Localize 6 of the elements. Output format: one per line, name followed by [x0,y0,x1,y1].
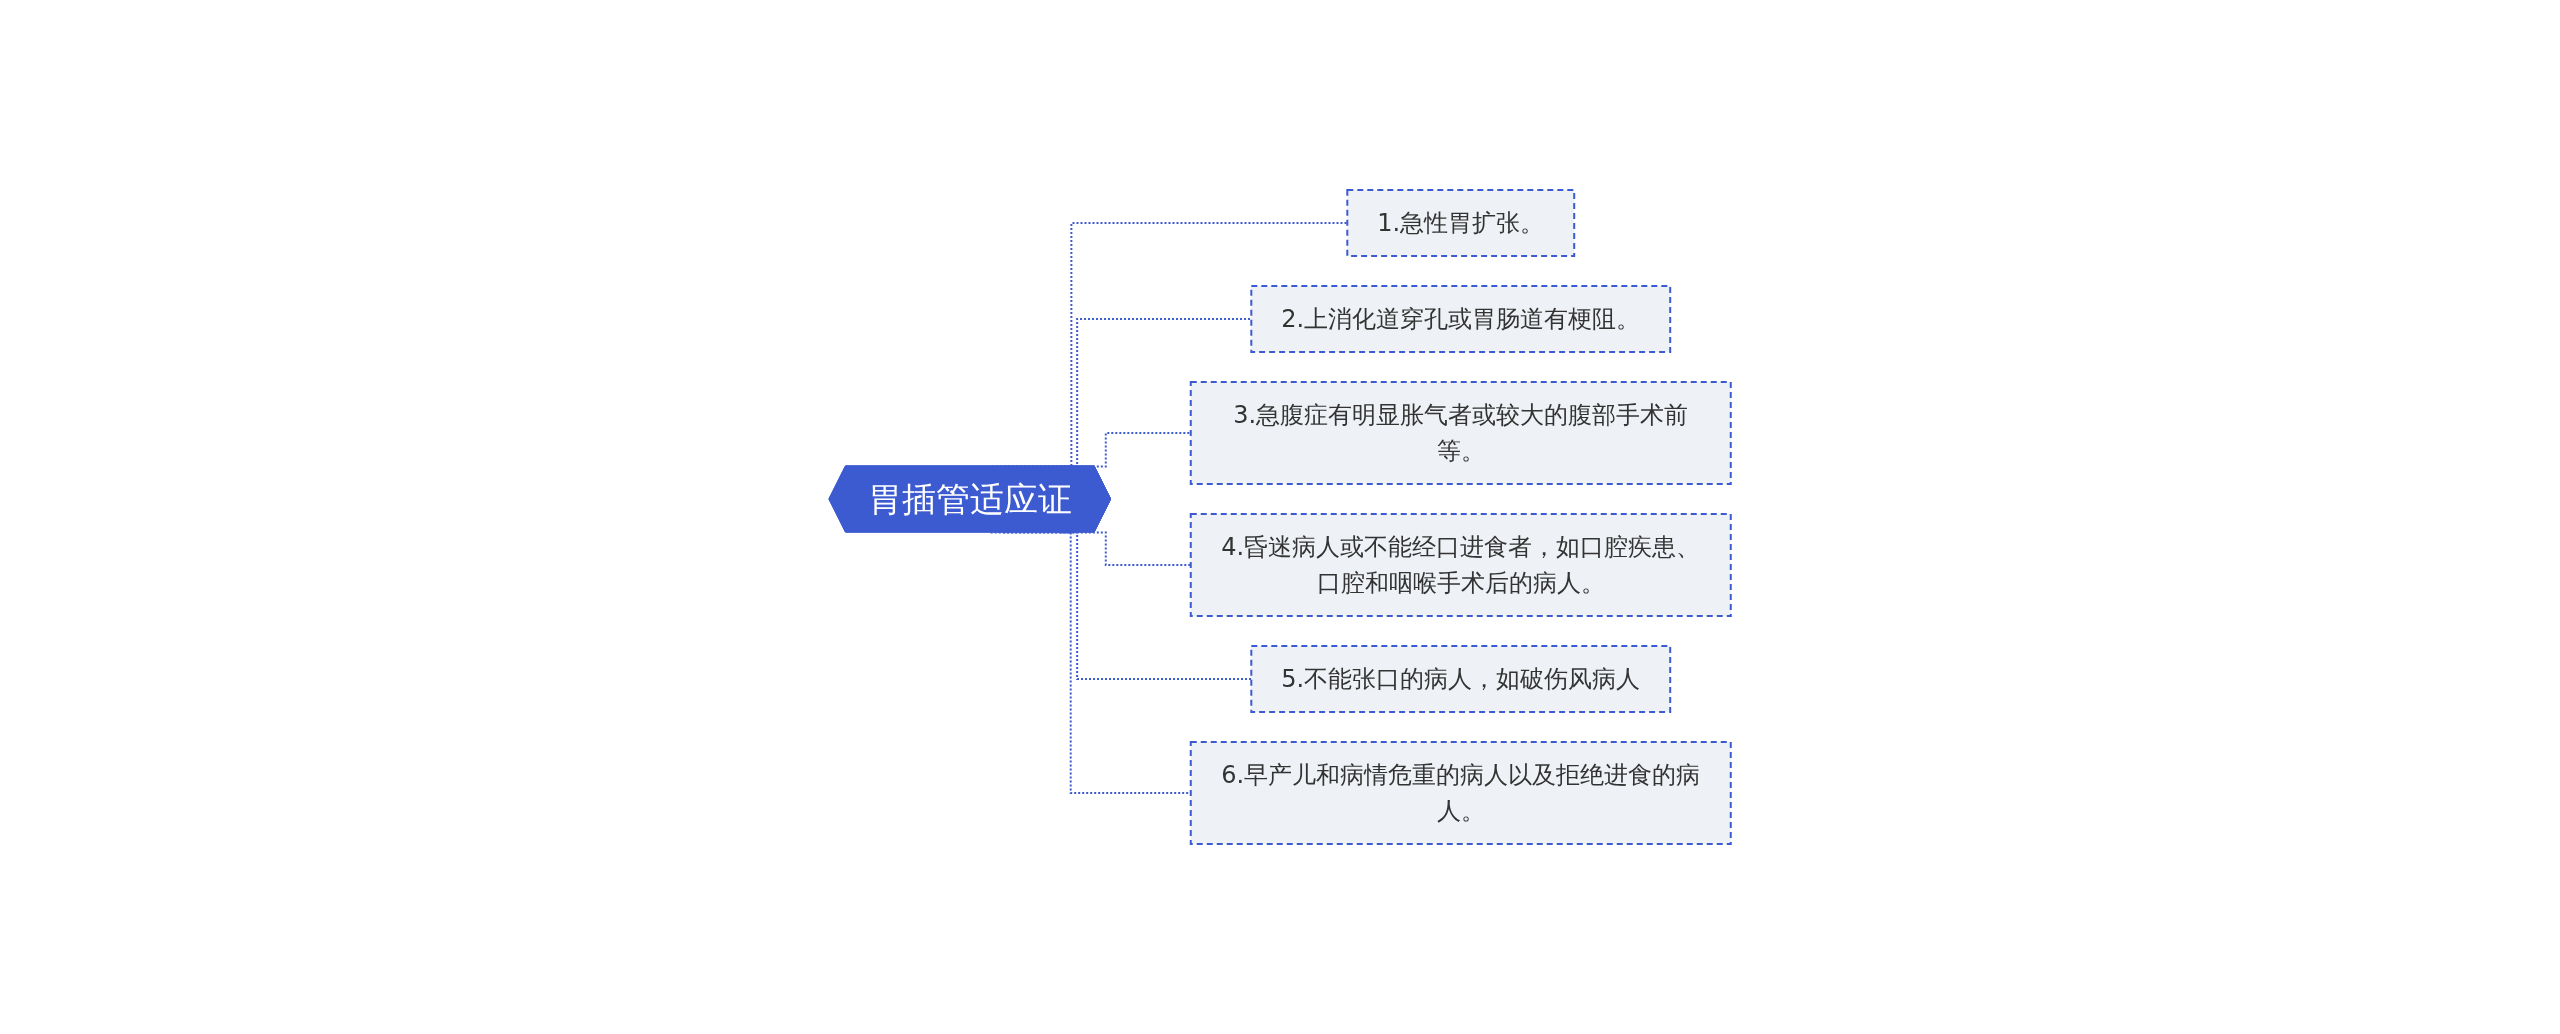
node-box: 1.急性胃扩张。 [1346,189,1576,257]
node-box: 4.昏迷病人或不能经口进食者，如口腔疾患、口腔和咽喉手术后的病人。 [1189,513,1732,617]
node-box: 5.不能张口的病人，如破伤风病人 [1250,645,1672,713]
node-box: 2.上消化道穿孔或胃肠道有梗阻。 [1250,285,1672,353]
node-box: 6.早产儿和病情危重的病人以及拒绝进食的病人。 [1189,741,1732,845]
node-box: 3.急腹症有明显胀气者或较大的腹部手术前等。 [1189,381,1732,485]
